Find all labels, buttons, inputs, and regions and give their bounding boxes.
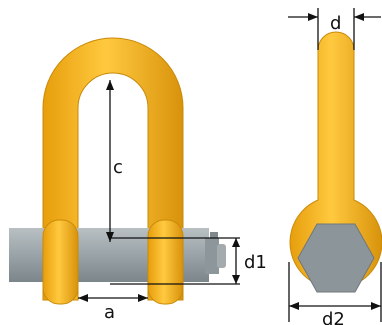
- label-d1: d1: [244, 252, 267, 273]
- label-a: a: [104, 302, 115, 323]
- pin-cotter: [210, 232, 218, 238]
- shackle-right-eye: [147, 219, 184, 305]
- front-shackle: [9, 37, 226, 305]
- shackle-left-eye: [42, 219, 79, 305]
- pin-tip: [217, 244, 226, 268]
- label-d2: d2: [322, 309, 345, 325]
- label-c: c: [113, 157, 123, 178]
- dimension-lines: [78, 8, 382, 322]
- pin-thread-end: [205, 238, 219, 274]
- label-d: d: [330, 13, 341, 34]
- hex-nut: [297, 223, 375, 293]
- side-shackle: [289, 31, 382, 293]
- side-view-body: [289, 31, 382, 289]
